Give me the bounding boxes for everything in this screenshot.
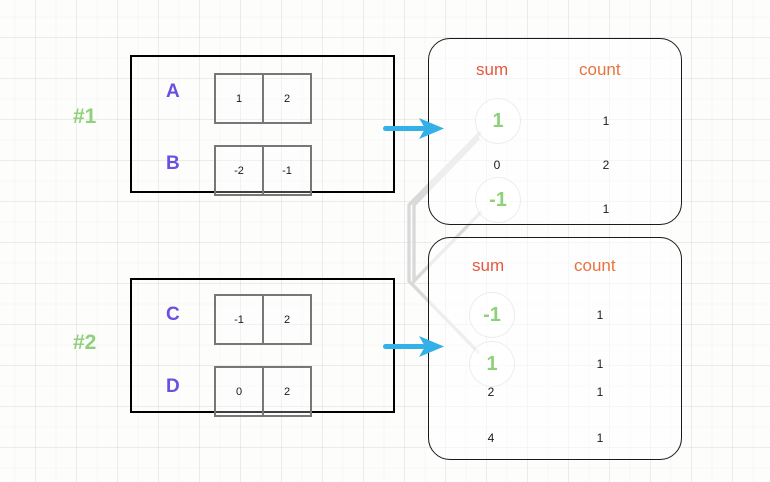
group-label-2: #2: [73, 331, 97, 354]
partition-box-1: A 1 2 B -2 -1: [130, 55, 395, 196]
panel-2-header-count: count: [574, 256, 616, 275]
cell-d-1: 2: [262, 366, 312, 417]
panel-1-row-1-sum: 0: [493, 158, 501, 172]
panel-2-row-1-count: 1: [596, 357, 604, 371]
panel-1-row-2-count: 1: [602, 202, 610, 216]
panel-2-row-0-sum: -1: [469, 292, 515, 338]
row-label-d: D: [166, 376, 180, 397]
panel-1-row-0-sum: 1: [475, 98, 521, 144]
panel-1-row-2-sum: -1: [475, 177, 521, 223]
panel-1-header-count: count: [579, 60, 621, 79]
panel-2-row-3-sum: 4: [487, 431, 495, 445]
panel-2-row-1-sum: 1: [469, 341, 515, 387]
cell-b-0: -2: [214, 145, 264, 196]
panel-2-header-sum: sum: [472, 256, 505, 275]
group-label-1: #1: [73, 105, 97, 128]
panel-2-row-0-count: 1: [596, 308, 604, 322]
panel-2-row-2-count: 1: [596, 385, 604, 399]
cell-a-0: 1: [214, 73, 264, 124]
panel-2-row-2-sum: 2: [487, 385, 495, 399]
agg-panel-2: sum count -1 1 1 1 2 1 4 1: [428, 237, 682, 460]
row-label-a: A: [166, 81, 180, 102]
partition-box-2: C -1 2 D 0 2: [130, 278, 395, 417]
agg-panel-1: sum count 1 1 0 2 -1 1: [428, 38, 682, 225]
cell-pair-c: -1 2: [214, 294, 312, 345]
row-label-c: C: [166, 304, 180, 325]
cell-c-1: 2: [262, 294, 312, 345]
panel-1-row-0-count: 1: [602, 114, 610, 128]
panel-2-row-3-count: 1: [596, 431, 604, 445]
cell-a-1: 2: [262, 73, 312, 124]
cell-pair-a: 1 2: [214, 73, 312, 124]
row-label-b: B: [166, 153, 180, 174]
cell-d-0: 0: [214, 366, 264, 417]
panel-1-header-sum: sum: [476, 60, 509, 79]
panel-1-row-1-count: 2: [602, 158, 610, 172]
cell-c-0: -1: [214, 294, 264, 345]
cell-pair-b: -2 -1: [214, 145, 312, 196]
cell-b-1: -1: [262, 145, 312, 196]
cell-pair-d: 0 2: [214, 366, 312, 417]
